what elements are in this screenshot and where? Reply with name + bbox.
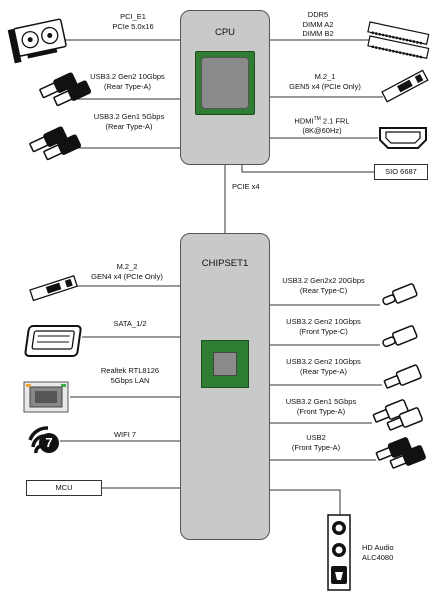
usb-gen2-rear-a-label: USB3.2 Gen2 10Gbps(Rear Type-A) (90, 72, 165, 91)
ethernet-port-icon (23, 381, 69, 413)
wifi-label: WIFI 7 (113, 430, 137, 439)
wifi-badge-number: 7 (45, 435, 53, 450)
hdmi-connector-icon (379, 127, 427, 149)
usb-type-a-icon (375, 437, 426, 469)
chipset-title: CHIPSET1 (201, 258, 249, 269)
chipset-die-icon (201, 340, 249, 388)
usb-gen2x2-rear-c-label: USB3.2 Gen2x2 20Gbps(Rear Type-C) (282, 276, 365, 295)
pcie-x4-label: PCIE x4 (232, 182, 260, 191)
usb-type-a-icon (39, 72, 92, 107)
usb-type-c-icon (382, 283, 418, 306)
memory-module-icon (367, 21, 430, 59)
sata-label: SATA_1/2 (113, 319, 147, 328)
graphics-card-icon (7, 18, 67, 64)
cpu-die-icon (195, 51, 255, 115)
usb-gen1-rear-a-label: USB3.2 Gen1 5Gbps(Rear Type-A) (93, 112, 165, 131)
cpu-block: CPU (180, 10, 270, 165)
m2-ssd-icon (29, 274, 78, 302)
chipset-block: CHIPSET1 (180, 233, 270, 540)
sio-box: SIO 6687 (374, 164, 428, 180)
usb2-front-a-label: USB2(Front Type-A) (291, 433, 341, 452)
mcu-box: MCU (26, 480, 102, 496)
audio-jack-panel-icon (327, 514, 351, 591)
sata-drive-icon (24, 325, 82, 357)
usb-type-a-icon (29, 126, 82, 161)
cpu-title: CPU (214, 27, 236, 38)
usb-type-a-icon (383, 364, 422, 389)
usb-type-a-icon (372, 399, 423, 431)
hdmi-label: HDMITM 2.1 FRL (8K@60Hz) (294, 116, 350, 135)
m2-ssd-icon (381, 69, 429, 103)
usb-type-c-icon (382, 325, 418, 348)
usb-gen2-rear-a-label: USB3.2 Gen2 10Gbps(Rear Type-A) (286, 357, 361, 376)
usb-gen2-front-c-label: USB3.2 Gen2 10Gbps(Front Type-C) (286, 317, 361, 336)
wifi-7-icon (28, 426, 59, 454)
usb-gen1-front-a-label: USB3.2 Gen1 5Gbps(Front Type-A) (285, 397, 357, 416)
